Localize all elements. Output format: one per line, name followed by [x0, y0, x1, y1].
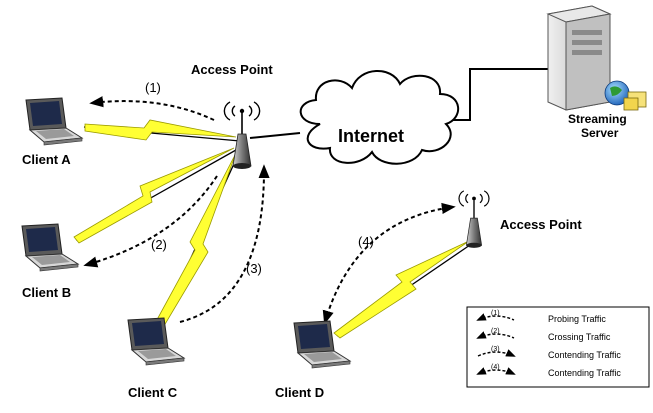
access-point-label: Access Point — [500, 217, 582, 232]
wireless-bolt-a — [84, 119, 237, 141]
server-label-line2: Server — [581, 126, 619, 140]
wire-ap1-internet — [249, 132, 301, 139]
access-point-label: Access Point — [191, 62, 273, 77]
wireless-bolt-d — [333, 240, 470, 339]
client-d-label: Client D — [275, 385, 325, 400]
server-label-line1: Streaming — [568, 112, 627, 126]
legend-num-3: (3) — [491, 346, 500, 353]
arrow-crossing-2 — [83, 175, 218, 268]
arrow-label-3: (3) — [246, 261, 262, 276]
legend-text-3: Contending Traffic — [548, 350, 621, 360]
legend-num-2: (2) — [491, 328, 500, 335]
wireless-bolt-c — [152, 152, 237, 332]
client-a-label: Client A — [22, 152, 71, 167]
access-point-icon — [458, 190, 490, 249]
legend-num-4: (4) — [491, 364, 500, 371]
client-b-label: Client B — [22, 285, 72, 300]
laptop-icon — [25, 97, 83, 146]
legend-text-1: Probing Traffic — [548, 314, 606, 324]
arrow-contending-4 — [322, 202, 456, 325]
arrow-probing-1 — [89, 96, 215, 121]
wireless-bolt-b — [73, 147, 235, 244]
legend-text-2: Crossing Traffic — [548, 332, 611, 342]
cloud-icon — [299, 70, 460, 165]
internet-label: Internet — [338, 126, 405, 146]
wire-internet-server — [448, 68, 555, 121]
arrow-label-1: (1) — [145, 80, 161, 95]
legend-num-1: (1) — [491, 310, 500, 317]
laptop-icon — [21, 223, 79, 272]
client-c-label: Client C — [128, 385, 178, 400]
legend-text-4: Contending Traffic — [548, 368, 621, 378]
server-icon — [546, 5, 647, 111]
arrow-label-4: (4) — [358, 234, 374, 249]
arrow-label-2: (2) — [151, 237, 167, 252]
laptop-icon — [127, 317, 185, 366]
